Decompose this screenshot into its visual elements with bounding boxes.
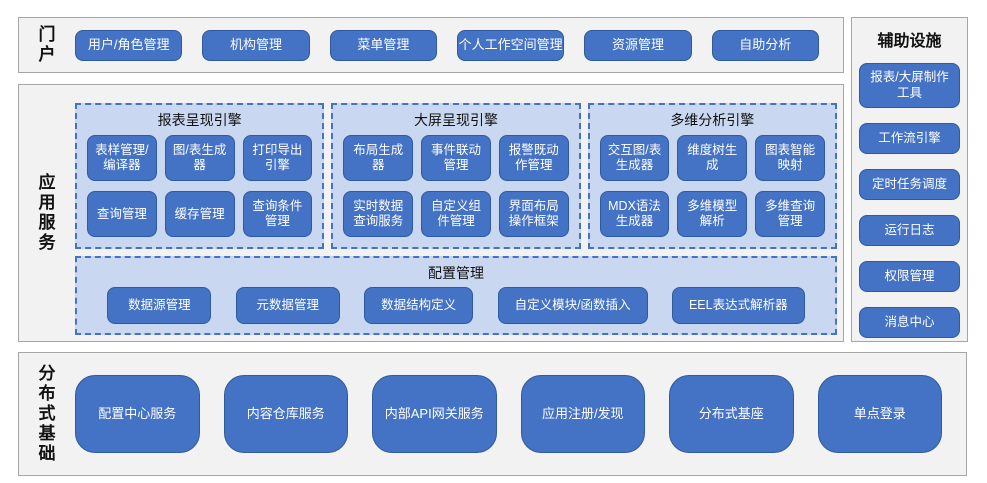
btn-query-management[interactable]: 查询管理 [87,191,157,238]
application-services-label: 应用服务 [19,173,75,253]
btn-data-structure-definition[interactable]: 数据结构定义 [364,286,474,324]
olap-analysis-engine-panel: 多维分析引擎 交互图/表生成器 维度树生成 图表智能映射 MDX语法生成器 多维… [587,103,837,250]
auxiliary-facilities-section: 辅助设施 报表/大屏制作工具 工作流引擎 定时任务调度 运行日志 权限管理 消息… [851,17,968,342]
btn-interactive-chart-generator[interactable]: 交互图/表生成器 [599,135,670,182]
btn-custom-module-function-insert[interactable]: 自定义模块/函数插入 [497,286,648,324]
btn-single-sign-on[interactable]: 单点登录 [817,375,942,453]
application-services-content: 报表呈现引擎 表样管理/编译器 图/表生成器 打印导出引擎 查询管理 缓存管理 … [75,85,843,341]
btn-event-linkage-management[interactable]: 事件联动管理 [421,135,491,182]
bigscreen-rendering-engine-panel: 大屏呈现引擎 布局生成器 事件联动管理 报警既动作管理 实时数据查询服务 自定义… [331,103,581,250]
config-management-row: 数据源管理 元数据管理 数据结构定义 自定义模块/函数插入 EEL表达式解析器 [77,286,835,333]
olap-analysis-engine-title: 多维分析引擎 [670,112,755,128]
btn-personal-workspace-management[interactable]: 个人工作空间管理 [456,29,565,61]
report-rendering-engine-grid: 表样管理/编译器 图/表生成器 打印导出引擎 查询管理 缓存管理 查询条件管理 [77,133,322,247]
btn-layout-generator[interactable]: 布局生成器 [343,135,414,182]
btn-workflow-engine[interactable]: 工作流引擎 [859,123,960,154]
btn-content-repository-service[interactable]: 内容仓库服务 [223,375,348,453]
btn-query-condition-management[interactable]: 查询条件管理 [242,191,313,238]
btn-realtime-data-query-service[interactable]: 实时数据查询服务 [343,191,414,238]
auxiliary-facilities-column: 报表/大屏制作工具 工作流引擎 定时任务调度 运行日志 权限管理 消息中心 [859,63,960,338]
btn-datasource-management[interactable]: 数据源管理 [107,286,212,324]
portal-section-label: 门户 [19,25,75,65]
bigscreen-rendering-engine-title: 大屏呈现引擎 [413,112,498,128]
btn-alarm-action-management[interactable]: 报警既动作管理 [498,135,569,182]
portal-section: 门户 用户/角色管理 机构管理 菜单管理 个人工作空间管理 资源管理 自助分析 [18,17,844,73]
btn-print-export-engine[interactable]: 打印导出引擎 [242,135,313,182]
btn-ui-layout-operation-framework[interactable]: 界面布局操作框架 [498,191,569,238]
btn-dimension-tree-generation[interactable]: 维度树生成 [677,135,748,182]
btn-report-template-management-compiler[interactable]: 表样管理/编译器 [87,135,157,182]
btn-user-role-management[interactable]: 用户/角色管理 [75,29,183,61]
btn-menu-management[interactable]: 菜单管理 [329,29,437,61]
btn-internal-api-gateway-service[interactable]: 内部API网关服务 [372,375,497,453]
btn-multidim-model-parsing[interactable]: 多维模型解析 [677,191,748,238]
btn-app-registration-discovery[interactable]: 应用注册/发现 [520,375,645,453]
btn-config-center-service[interactable]: 配置中心服务 [75,375,200,453]
btn-scheduled-task-scheduler[interactable]: 定时任务调度 [859,169,960,200]
report-rendering-engine-panel: 报表呈现引擎 表样管理/编译器 图/表生成器 打印导出引擎 查询管理 缓存管理 … [75,103,325,250]
portal-button-row: 用户/角色管理 机构管理 菜单管理 个人工作空间管理 资源管理 自助分析 [75,29,843,61]
distributed-foundation-label: 分布式基础 [19,364,75,464]
btn-eel-expression-parser[interactable]: EEL表达式解析器 [671,286,805,324]
application-services-section: 应用服务 报表呈现引擎 表样管理/编译器 图/表生成器 打印导出引擎 查询管理 … [18,84,844,342]
btn-mdx-syntax-generator[interactable]: MDX语法生成器 [599,191,670,238]
btn-distributed-base[interactable]: 分布式基座 [669,375,794,453]
report-rendering-engine-title: 报表呈现引擎 [157,112,242,128]
distributed-foundation-section: 分布式基础 配置中心服务 内容仓库服务 内部API网关服务 应用注册/发现 分布… [18,352,967,476]
btn-chart-smart-mapping[interactable]: 图表智能映射 [755,135,825,182]
engine-panels-row: 报表呈现引擎 表样管理/编译器 图/表生成器 打印导出引擎 查询管理 缓存管理 … [75,103,837,250]
portal-section-label-text: 门户 [38,25,56,64]
btn-message-center[interactable]: 消息中心 [859,307,960,338]
olap-analysis-engine-grid: 交互图/表生成器 维度树生成 图表智能映射 MDX语法生成器 多维模型解析 多维… [590,133,835,247]
auxiliary-facilities-title: 辅助设施 [877,33,942,50]
btn-resource-management[interactable]: 资源管理 [584,29,692,61]
distributed-foundation-row: 配置中心服务 内容仓库服务 内部API网关服务 应用注册/发现 分布式基座 单点… [75,375,966,453]
btn-run-log[interactable]: 运行日志 [859,215,960,246]
btn-self-service-analysis[interactable]: 自助分析 [711,29,819,61]
config-management-title: 配置管理 [428,265,484,282]
btn-multidim-query-management[interactable]: 多维查询管理 [755,191,825,238]
config-management-panel: 配置管理 数据源管理 元数据管理 数据结构定义 自定义模块/函数插入 EEL表达… [75,256,837,335]
bigscreen-rendering-engine-grid: 布局生成器 事件联动管理 报警既动作管理 实时数据查询服务 自定义组件管理 界面… [333,133,578,247]
btn-custom-component-management[interactable]: 自定义组件管理 [421,191,491,238]
btn-report-bigscreen-authoring-tool[interactable]: 报表/大屏制作工具 [859,63,960,108]
btn-metadata-management[interactable]: 元数据管理 [235,286,340,324]
distributed-foundation-label-text: 分布式基础 [38,364,56,463]
btn-chart-table-generator[interactable]: 图/表生成器 [164,135,235,182]
btn-cache-management[interactable]: 缓存管理 [164,191,235,238]
application-services-label-text: 应用服务 [38,173,56,252]
btn-org-management[interactable]: 机构管理 [202,29,310,61]
btn-permission-management[interactable]: 权限管理 [859,261,960,292]
